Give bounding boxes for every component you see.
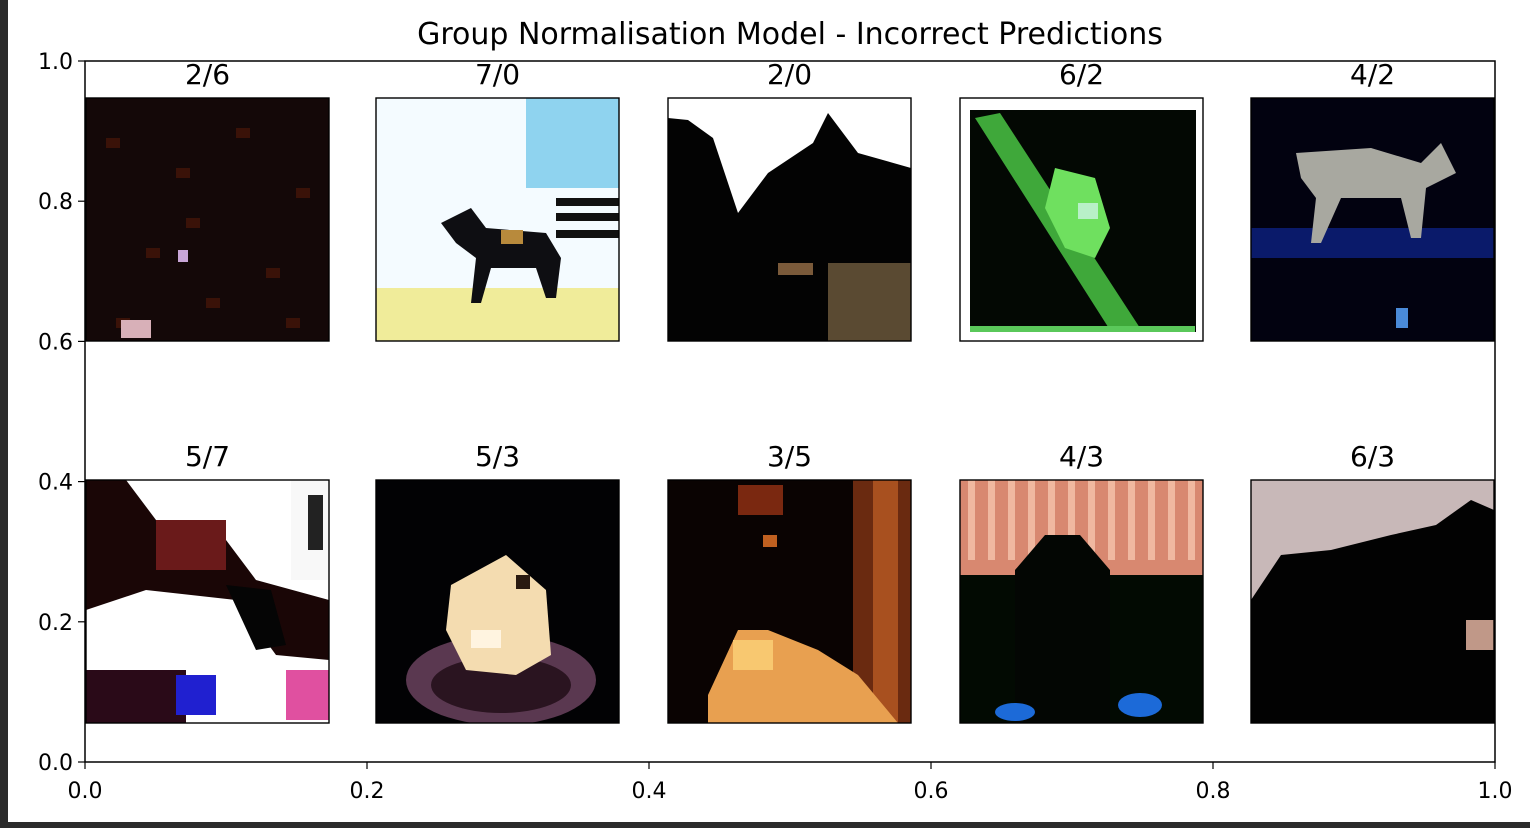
figure: 2/6 7/0 2/0 6/2 4/2 5/7 5/3 3/5 4/3 6/3 0.0 0.2 0.4…: [8, 0, 1530, 822]
x-tick-label: 0.2: [350, 779, 385, 804]
x-tick-label: 0.6: [914, 779, 949, 804]
prediction-label: 2/0: [767, 58, 812, 91]
prediction-label: 4/3: [1059, 440, 1104, 473]
image-border: [375, 97, 620, 342]
prediction-image: [86, 98, 329, 341]
prediction-label: 2/6: [185, 58, 230, 91]
prediction-label: 6/3: [1350, 440, 1395, 473]
prediction-image: [668, 480, 911, 723]
prediction-panel: 5/3: [375, 440, 620, 724]
y-tick-label: 0.6: [38, 330, 73, 355]
prediction-image: [376, 98, 619, 341]
x-tick-label: 0.4: [632, 779, 667, 804]
prediction-image: [960, 480, 1203, 723]
prediction-panel: 4/2: [1250, 58, 1495, 342]
y-tick-label: 0.8: [38, 190, 73, 215]
prediction-panel: 5/7: [85, 440, 330, 724]
image-border: [667, 97, 912, 342]
image-border: [85, 97, 330, 342]
image-border: [959, 479, 1204, 724]
prediction-label: 4/2: [1350, 58, 1395, 91]
x-tick-label: 0.8: [1196, 779, 1231, 804]
chart-title: Group Normalisation Model - Incorrect Pr…: [417, 17, 1163, 52]
axes-frame: [84, 60, 1496, 763]
prediction-panel: 6/2: [959, 58, 1204, 342]
prediction-panel: 2/0: [667, 58, 912, 342]
prediction-label: 6/2: [1059, 58, 1104, 91]
image-border: [85, 479, 330, 724]
prediction-image: [86, 480, 329, 723]
y-tick-label: 1.0: [38, 50, 73, 75]
image-border: [1250, 97, 1495, 342]
prediction-image: [1251, 480, 1494, 723]
prediction-label: 5/7: [185, 440, 230, 473]
image-border: [375, 479, 620, 724]
x-tick-label: 0.0: [68, 779, 103, 804]
x-tick-label: 1.0: [1478, 779, 1513, 804]
y-tick-label: 0.4: [38, 471, 73, 496]
prediction-label: 7/0: [475, 58, 520, 91]
prediction-image: [668, 98, 911, 341]
prediction-panel: 2/6: [85, 58, 330, 342]
prediction-image: [960, 98, 1203, 341]
prediction-image: [376, 480, 619, 723]
image-border: [1250, 479, 1495, 724]
prediction-label: 5/3: [475, 440, 520, 473]
prediction-image: [1251, 98, 1494, 341]
image-border: [667, 479, 912, 724]
prediction-panel: 6/3: [1250, 440, 1495, 724]
prediction-label: 3/5: [767, 440, 812, 473]
prediction-panel: 7/0: [375, 58, 620, 342]
image-border: [959, 97, 1204, 342]
chart: 2/6 7/0 2/0 6/2 4/2 5/7 5/3 3/5 4/3 6/3 0.0 0.2 0.4…: [38, 17, 1513, 804]
prediction-panel: 4/3: [959, 440, 1204, 724]
y-tick-label: 0.2: [38, 611, 73, 636]
prediction-panel: 3/5: [667, 440, 912, 724]
y-tick-label: 0.0: [38, 751, 73, 776]
